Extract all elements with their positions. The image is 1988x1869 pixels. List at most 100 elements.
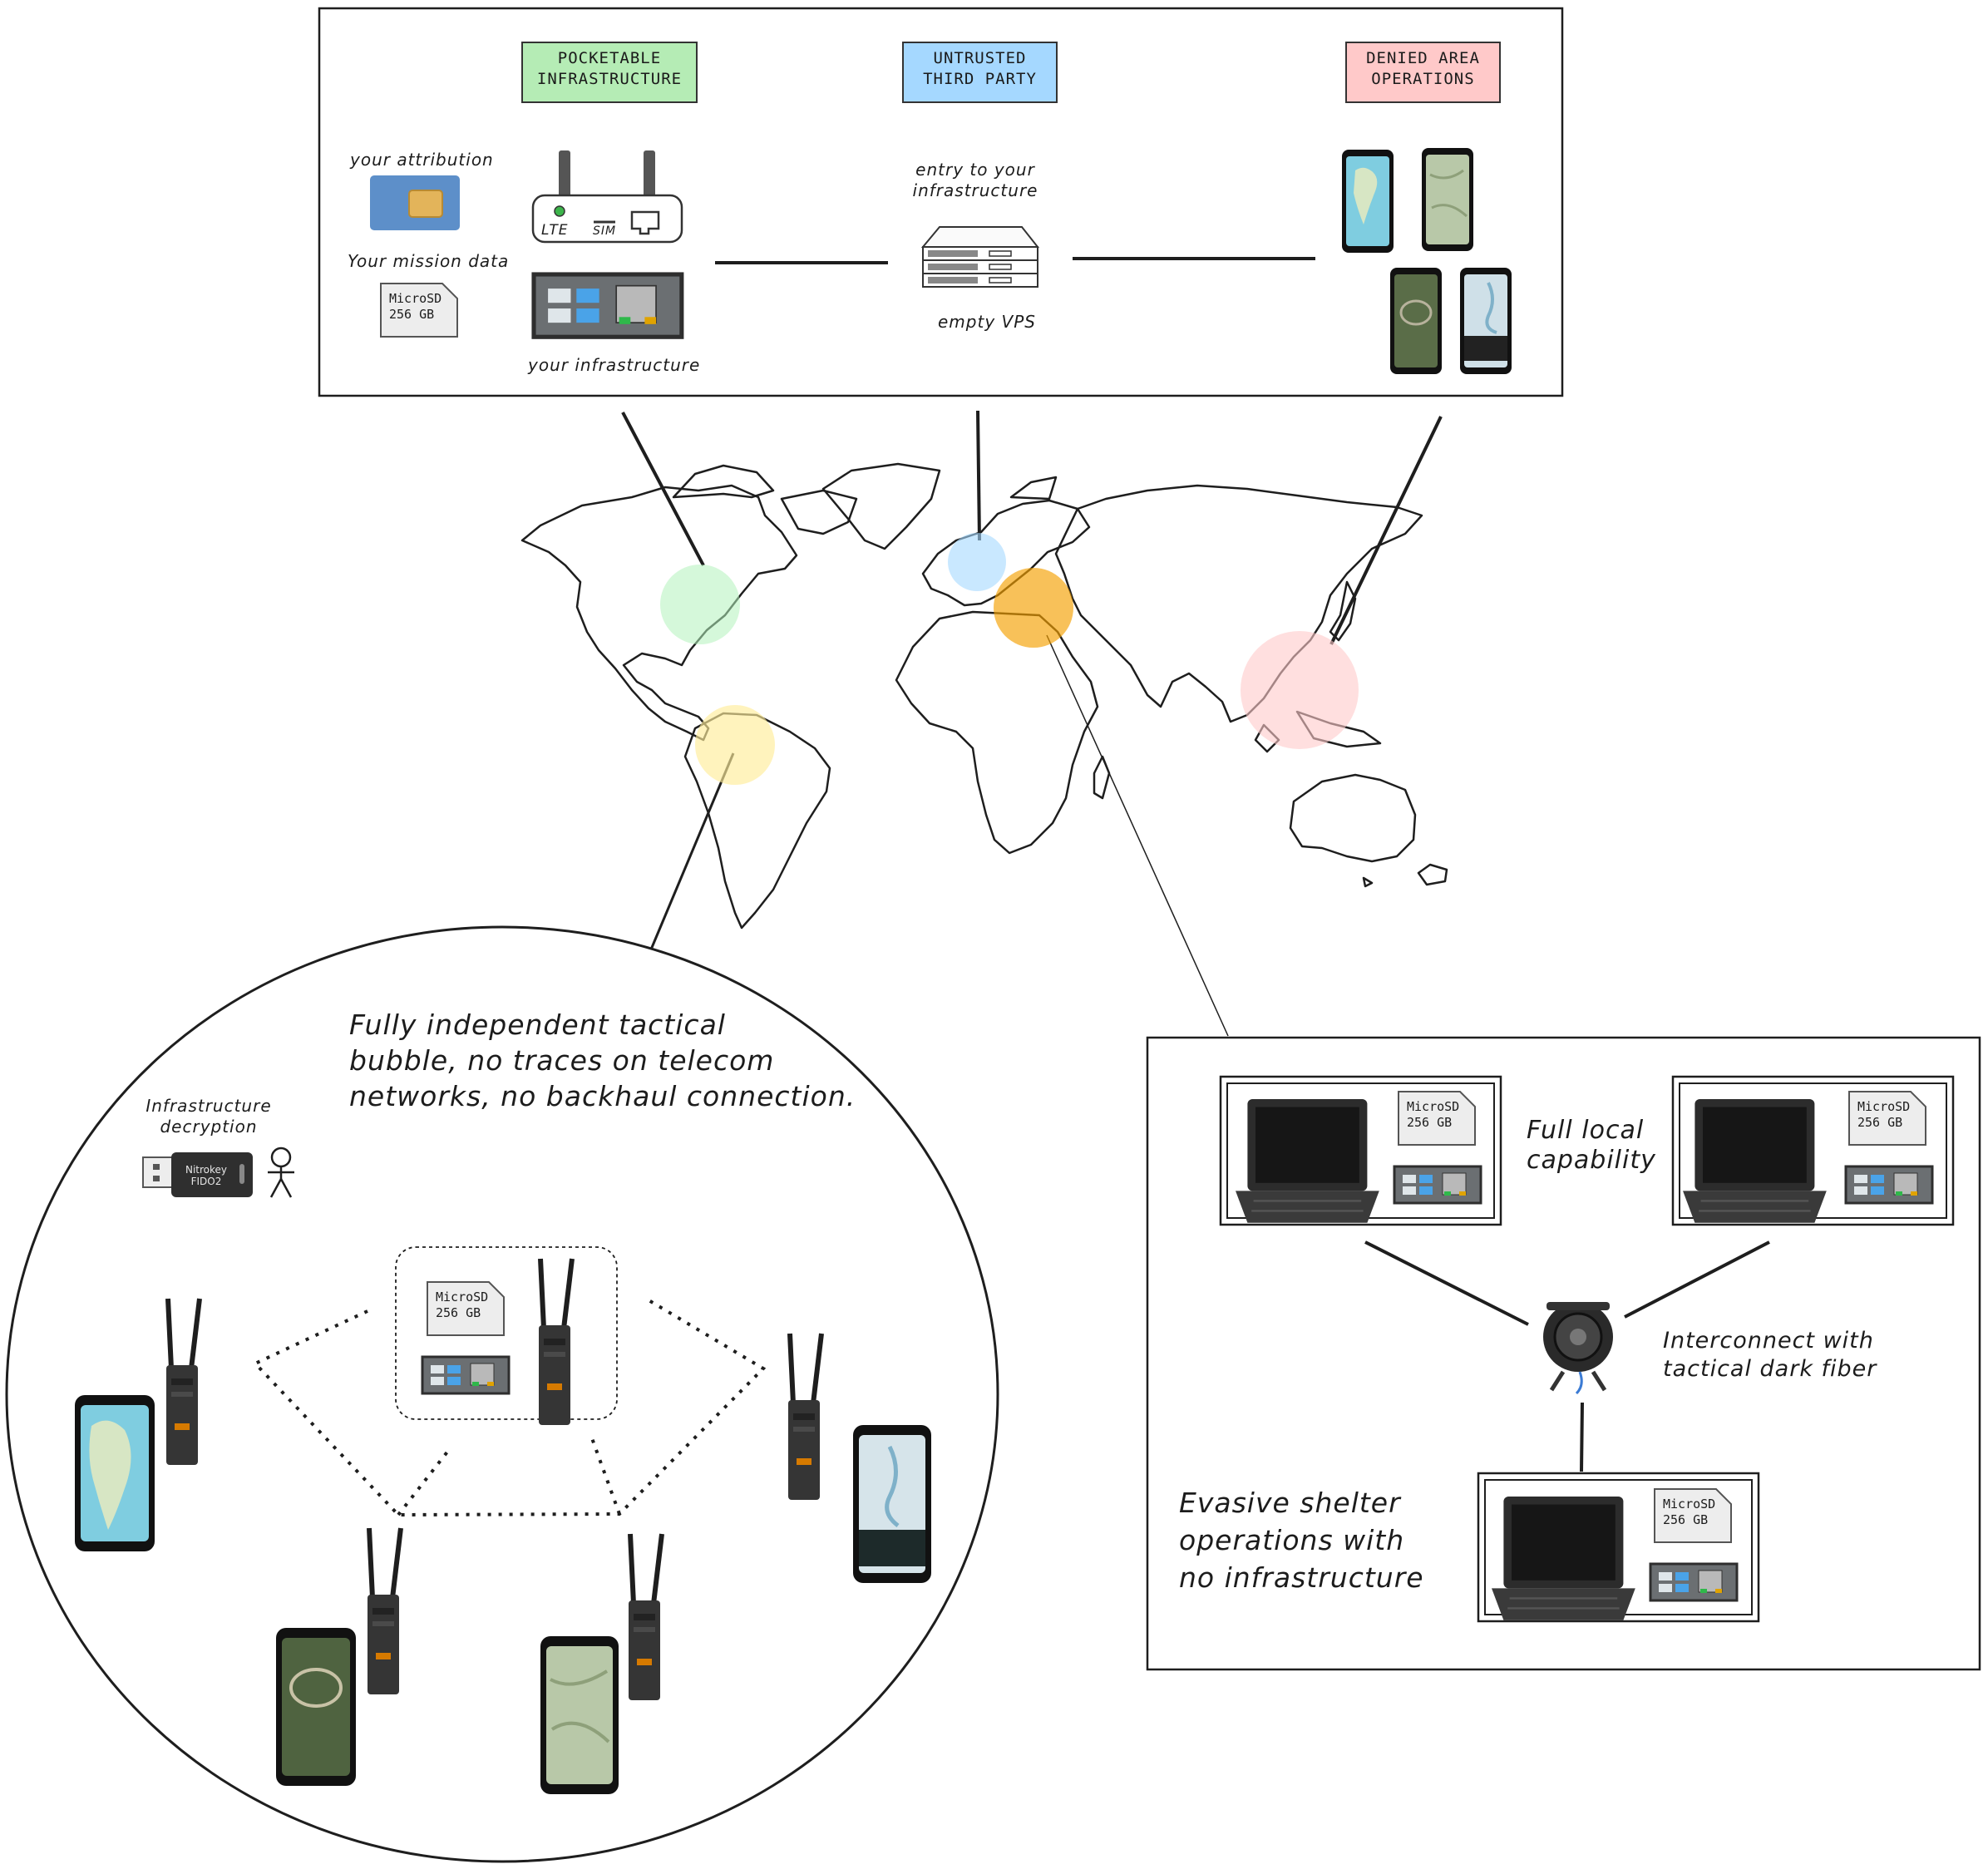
router-icon [531, 150, 683, 244]
entry-line: infrastructure [912, 180, 1038, 200]
phone-icon [75, 1395, 155, 1551]
connector-mediterranean-to-shelter [1046, 634, 1229, 1037]
tag-line: OPERATIONS [1371, 70, 1475, 88]
vps-server-icon [920, 226, 1040, 288]
tactical-bubble-circle [5, 925, 999, 1863]
tag-line: INFRASTRUCTURE [536, 70, 683, 88]
full-local-capability-label: Full local capability [1527, 1116, 1656, 1176]
radio-icon [539, 1259, 572, 1425]
mesh-network-dotted-link [590, 1438, 621, 1515]
infrastructure-label: your infrastructure [528, 355, 701, 375]
radio-icon [629, 1534, 662, 1700]
bubble-title-line: networks, no backhaul connection. [349, 1080, 856, 1112]
workstation-server-icon [1393, 1165, 1482, 1205]
connector-denied-to-asia [1329, 416, 1443, 645]
sd-line: 256 GB [1663, 1511, 1709, 1527]
central-server-icon [421, 1355, 511, 1395]
tag-denied-area-operations: DENIED AREA OPERATIONS [1345, 42, 1501, 103]
sd-line: 256 GB [1407, 1114, 1453, 1130]
tag-untrusted-third-party: UNTRUSTED THIRD PARTY [902, 42, 1058, 103]
region-southeast-asia-highlight [1241, 631, 1359, 749]
phone-icon [1342, 150, 1394, 253]
nitrokey-line: Nitrokey [185, 1164, 228, 1176]
continent-europe [921, 499, 1091, 607]
workstation-server-icon [1649, 1562, 1739, 1602]
nitrokey-label: Nitrokey FIDO2 [176, 1164, 236, 1187]
radio-icon [368, 1528, 401, 1694]
fiber-link [1624, 1240, 1770, 1319]
workstation-server-icon [1844, 1165, 1934, 1205]
phone-icon [1422, 148, 1473, 251]
nitrokey-fido2-icon [142, 1152, 253, 1197]
fiber-link [1580, 1402, 1584, 1472]
continent-south-america [683, 712, 831, 930]
region-north-america-highlight [660, 565, 740, 644]
interconnect-label: Interconnect with tactical dark fiber [1663, 1327, 1877, 1383]
phone-icon [276, 1628, 356, 1786]
interconnect-line: Interconnect with [1663, 1328, 1874, 1354]
top-panel [318, 7, 1564, 397]
phone-icon [540, 1636, 619, 1794]
central-node-box [395, 1246, 618, 1420]
sd-line: MicroSD [1857, 1099, 1911, 1114]
bubble-title-line: Fully independent tactical [349, 1008, 726, 1041]
mesh-network-dotted-link [397, 1449, 450, 1516]
entry-line: entry to your [915, 160, 1035, 180]
phone-icon [1460, 268, 1512, 374]
laptop-icon [1681, 1097, 1828, 1225]
mission-data-label: Your mission data [348, 251, 510, 271]
region-south-america-highlight [695, 705, 775, 785]
sd-line: 256 GB [389, 306, 435, 322]
vps-label: empty VPS [938, 312, 1036, 332]
stick-figure-icon [268, 1147, 294, 1198]
fiber-reel-icon [1543, 1302, 1613, 1395]
shelter-panel [1146, 1036, 1981, 1671]
fiber-link [1364, 1240, 1529, 1326]
full-local-line: Full local [1527, 1116, 1645, 1145]
entry-label: entry to your infrastructure [906, 160, 1044, 201]
tag-pocketable-infrastructure: POCKETABLE INFRASTRUCTURE [521, 42, 698, 103]
router-sim-label: SIM [593, 224, 617, 238]
island-japan [1329, 580, 1357, 642]
full-local-line: capability [1527, 1146, 1656, 1175]
evasive-line: operations with [1179, 1524, 1405, 1556]
router-lte-label: LTE [541, 222, 569, 239]
infrastructure-server-icon [534, 274, 682, 337]
laptop-icon [1234, 1097, 1381, 1225]
bubble-title: Fully independent tactical bubble, no tr… [349, 1007, 856, 1114]
region-mediterranean-highlight [994, 568, 1073, 648]
sd-line: MicroSD [1663, 1497, 1716, 1511]
continent-greenland [821, 462, 941, 550]
continent-africa [895, 610, 1099, 855]
tag-line: DENIED AREA [1366, 49, 1480, 67]
evasive-line: Evasive shelter [1179, 1487, 1401, 1519]
world-map [520, 462, 1448, 930]
tag-line: POCKETABLE [557, 49, 662, 67]
phone-icon [1390, 268, 1442, 374]
sd-line: 256 GB [436, 1304, 481, 1320]
radio-icon [166, 1299, 200, 1465]
laptop-icon [1490, 1495, 1637, 1622]
nitrokey-line: FIDO2 [190, 1176, 222, 1187]
mesh-network-dotted-link [252, 1297, 767, 1517]
radio-icon [788, 1334, 821, 1500]
phone-icon [853, 1425, 931, 1583]
bubble-title-line: bubble, no traces on telecom [349, 1044, 775, 1077]
evasive-shelter-label: Evasive shelter operations with no infra… [1179, 1484, 1424, 1596]
evasive-line: no infrastructure [1179, 1561, 1424, 1594]
attribution-label: your attribution [350, 150, 494, 170]
region-europe-highlight [948, 533, 1006, 591]
sim-card-icon [370, 175, 460, 230]
connector-south-america-to-bubble [649, 752, 735, 950]
sd-line: MicroSD [1407, 1099, 1460, 1114]
tag-line: UNTRUSTED [933, 49, 1027, 67]
connector-untrusted-to-europe [976, 410, 981, 541]
sd-line: 256 GB [1857, 1114, 1903, 1130]
continent-north-america [520, 484, 798, 742]
sd-line: MicroSD [389, 291, 442, 306]
